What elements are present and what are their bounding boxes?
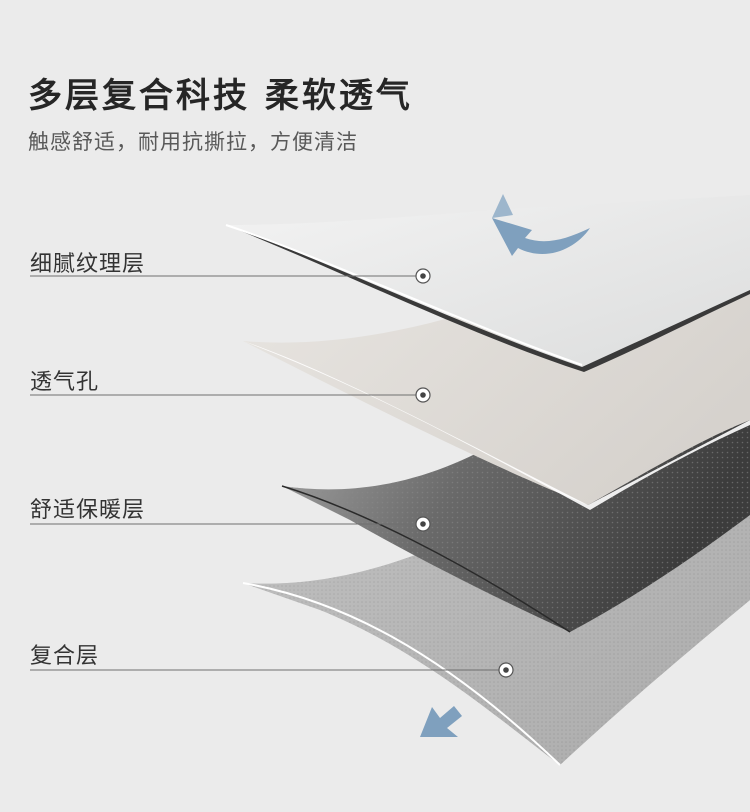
arrow-down-left-icon [420, 706, 462, 737]
layer-label-texture: 细腻纹理层 [30, 252, 146, 277]
layer-label-warm: 舒适保暖层 [30, 498, 146, 523]
texture-layer [225, 195, 750, 372]
circle-marker-icon [498, 662, 514, 678]
page-subtitle: 触感舒适，耐用抗撕拉，方便清洁 [28, 130, 358, 154]
circle-marker-icon [415, 516, 431, 532]
layer-label-breathable: 透气孔 [30, 370, 100, 395]
curved-arrow-up-icon [492, 194, 590, 256]
circle-marker-icon [415, 268, 431, 284]
page-title: 多层复合科技 柔软透气 [28, 76, 413, 116]
circle-marker-icon [415, 387, 431, 403]
layer-label-composite: 复合层 [30, 644, 100, 669]
leader-lines [30, 275, 500, 671]
